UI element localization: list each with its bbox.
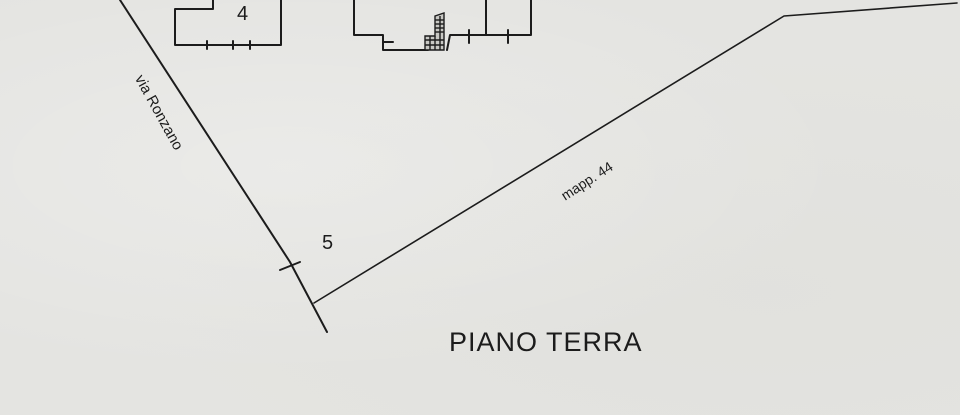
parcel-boundary-line [313,2,958,304]
staircase-icon [424,12,445,51]
building-number-4: 4 [237,3,249,25]
central-building-outline [353,0,429,51]
building-4-outline [174,0,282,46]
street-boundary-line [119,0,328,333]
street-tick [279,261,301,271]
point-number-5: 5 [322,232,334,254]
floor-title: PIANO TERRA [449,327,643,357]
